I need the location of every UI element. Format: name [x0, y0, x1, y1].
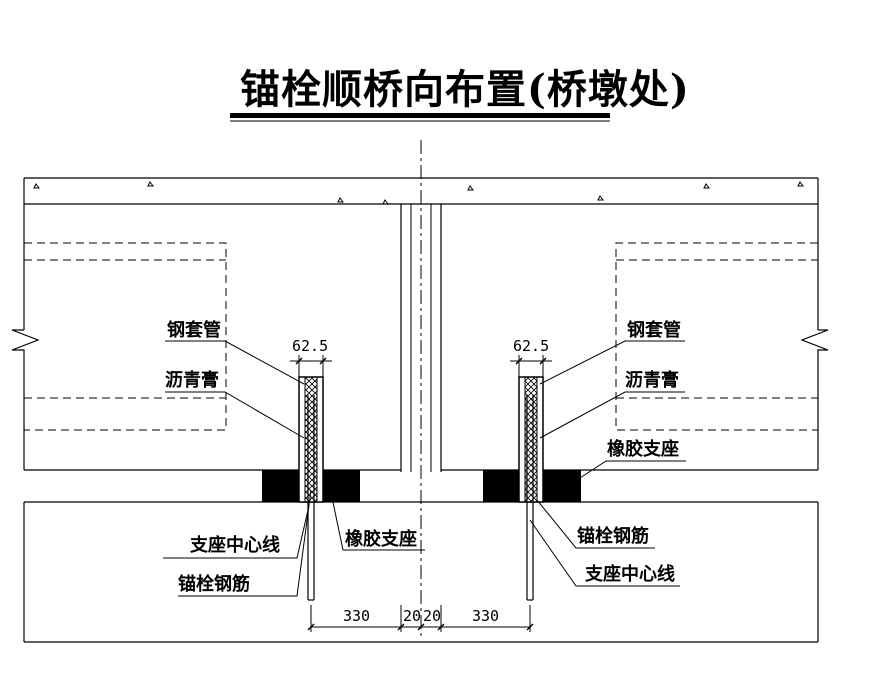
sleeve-width-dim-left: [290, 355, 332, 377]
label-rubber-bearing-right: 橡胶支座: [607, 438, 679, 460]
label-steel-sleeve-left: 钢套管: [167, 319, 221, 341]
label-asphalt-left: 沥青膏: [165, 369, 219, 391]
break-symbol-left: [11, 329, 40, 470]
hidden-lines-right: [615, 242, 818, 431]
leaders-left: [163, 340, 425, 597]
label-anchor-rebar-right: 锚栓钢筋: [577, 525, 649, 547]
break-symbol-right: [800, 329, 829, 470]
leaders-right: [529, 340, 686, 587]
sleeve-width-dim-right: [510, 355, 552, 377]
label-bearing-centerline-right: 支座中心线: [584, 563, 675, 585]
asphalt-fill-right: [524, 376, 538, 503]
pier-body: [23, 502, 819, 643]
label-asphalt-right: 沥青膏: [625, 369, 679, 391]
label-bearing-centerline-left: 支座中心线: [189, 534, 280, 556]
bottom-dimension-line: [307, 605, 534, 632]
label-steel-sleeve-right: 钢套管: [627, 319, 681, 341]
title-underline: [230, 113, 610, 118]
asphalt-fill-left: [304, 376, 318, 503]
drawing-title: 锚栓顺桥向布置(桥墩处): [240, 66, 690, 113]
sleeve-width-value-right: 62.5: [513, 337, 549, 355]
left-bearing-assembly: [262, 376, 360, 601]
sleeve-width-value-left: 62.5: [292, 337, 328, 355]
dim-gap-right: 20: [423, 607, 441, 625]
dim-offset-right: 330: [472, 607, 499, 625]
label-rubber-bearing-left: 橡胶支座: [345, 528, 417, 550]
girder-ends: [400, 204, 442, 472]
right-bearing-assembly: [483, 376, 581, 601]
hidden-lines-left: [24, 242, 227, 431]
dim-gap-left: 20: [403, 607, 421, 625]
label-anchor-rebar-left: 锚栓钢筋: [178, 573, 250, 595]
dim-offset-left: 330: [343, 607, 370, 625]
